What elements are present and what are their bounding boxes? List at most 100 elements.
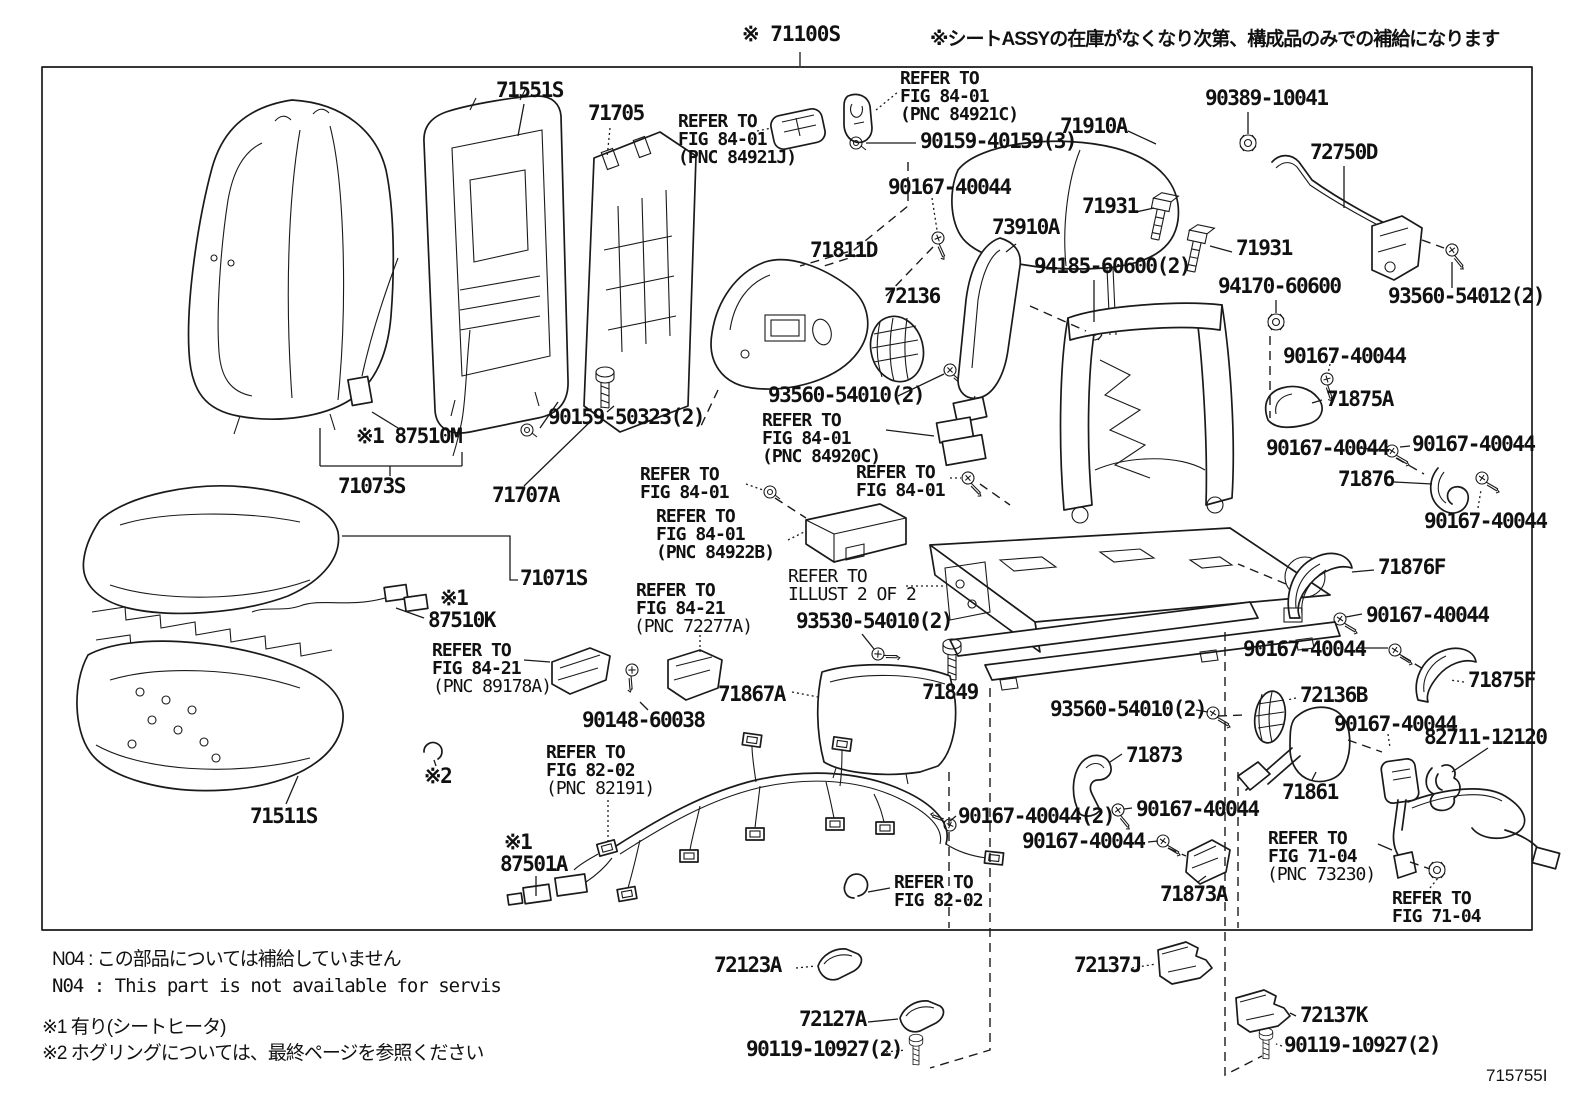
belt-clip-drawing	[1425, 764, 1461, 812]
part-label: ※2	[424, 764, 453, 788]
part-label: REFER TO FIG 84-01 (PNC 84920C)	[762, 410, 881, 467]
part-label: REFER TO FIG 84-01 (PNC 84921C)	[900, 68, 1019, 125]
part-label: 71073S	[338, 474, 406, 498]
figure-code-title: ※ 71100S	[742, 22, 841, 46]
part-label: ※1 87510M	[356, 424, 463, 448]
part-label: 71876	[1338, 467, 1395, 491]
stock-availability-note: ※シートASSYの在庫がなくなり次第、構成品のみでの補給になります	[930, 29, 1500, 50]
belt-guide-drawing	[952, 237, 1022, 426]
part-label: 71875A	[1326, 387, 1394, 411]
recline-connecting-rod-drawing	[1271, 154, 1471, 281]
part-label: 90167-40044	[1022, 829, 1146, 853]
part-label: 93560-54012(2)	[1388, 284, 1546, 308]
part-label: 90167-40044	[1283, 344, 1407, 368]
part-label: 72137J	[1074, 953, 1142, 977]
part-label: 93560-54010(2)	[1050, 697, 1208, 721]
seat-frame-drawing	[929, 302, 1341, 691]
seatback-cushion-drawing	[187, 99, 395, 435]
part-label: 93560-54010(2)	[768, 383, 926, 407]
switch-relay-drawings	[520, 93, 987, 563]
part-label: 90389-10041	[1205, 86, 1329, 110]
diagram-id: 715755I	[1486, 1066, 1548, 1085]
part-label: REFER TO FIG 82-02	[894, 872, 984, 911]
assembly-dashed-lines	[699, 162, 1445, 1077]
seat-side-shield-drawing	[710, 258, 869, 390]
part-label: 71867A	[718, 682, 786, 706]
front-shield-drawing	[816, 663, 957, 785]
part-label: 71551S	[496, 78, 564, 102]
part-label: 90167-40044	[1424, 509, 1548, 533]
part-label: 71876F	[1378, 555, 1446, 579]
part-label: 71931	[1236, 236, 1293, 260]
seatback-frame-pad-drawing	[423, 87, 569, 457]
part-label: 90119-10927(2)	[746, 1037, 904, 1061]
recliner-handle-drawing	[869, 315, 925, 383]
part-label: 71705	[588, 101, 645, 125]
part-label: 93530-54010(2)	[796, 609, 954, 633]
part-label: 72137K	[1300, 1003, 1368, 1027]
part-label: 90167-40044	[1412, 432, 1536, 456]
part-label: REFER TO FIG 84-01	[640, 464, 730, 503]
part-label: 90159-50323(2)	[548, 405, 706, 429]
part-label: 72123A	[714, 953, 782, 977]
part-label: 94185-60600(2)	[1034, 254, 1192, 278]
part-label: 73910A	[992, 215, 1060, 239]
part-label: (PNC 82191)	[546, 778, 655, 799]
part-label: 71931	[1082, 194, 1139, 218]
part-label: 71910A	[1060, 114, 1128, 138]
part-label: 71511S	[250, 804, 318, 828]
wire-harness-drawing	[573, 731, 1005, 903]
part-label: 71873	[1126, 743, 1183, 767]
part-label: REFER TO FIG 84-01 (PNC 84921J)	[678, 111, 797, 168]
label-leader-lines	[285, 91, 1489, 1053]
part-label: 94170-60600	[1218, 274, 1342, 298]
part-label: 71811D	[810, 238, 878, 262]
occupant-sensor-drawings	[551, 647, 723, 701]
part-label: 90167-40044	[1366, 603, 1490, 627]
seat-cushion-drawing	[82, 485, 340, 615]
footnote-n04-jp: N04 : この部品については補給していません	[52, 949, 402, 970]
hog-ring-drawing	[423, 741, 443, 760]
part-label: (PNC 89178A)	[433, 676, 552, 697]
part-label: 71873A	[1160, 882, 1228, 906]
seatbelt-buckle-drawing	[1380, 758, 1561, 879]
part-label: REFER TO FIG 82-02	[546, 742, 636, 781]
part-label: 71861	[1282, 780, 1339, 804]
part-label: 90167-40044	[1334, 712, 1458, 736]
part-label: 71071S	[520, 566, 588, 590]
recline-knob-drawing	[1237, 706, 1351, 791]
footnote-star1: ※1 有り(シートヒータ)	[42, 1017, 226, 1038]
side-bracket-drawings	[1206, 369, 1500, 744]
part-label: 87501A	[500, 852, 568, 876]
part-label: (PNC 73230)	[1267, 864, 1376, 885]
part-label: 71849	[922, 680, 979, 704]
part-label: 87510K	[428, 608, 496, 632]
part-label: 90167-40044(2)	[958, 804, 1116, 828]
part-label: 72136B	[1300, 683, 1368, 707]
part-label: 90167-40044	[1243, 637, 1367, 661]
part-label: REFER TO FIG 71-04	[1392, 888, 1482, 927]
part-label: REFER TO FIG 71-04	[1268, 828, 1358, 867]
part-label: 72750D	[1310, 140, 1378, 164]
part-label: 72136	[884, 284, 941, 308]
seatback-board-drawing	[583, 131, 697, 433]
part-label: 72127A	[799, 1007, 867, 1031]
part-label: 90167-40044	[1136, 797, 1260, 821]
part-label: REFER TO FIG 84-01	[856, 462, 946, 501]
part-label: 90148-60038	[582, 708, 706, 732]
part-label: ※1	[440, 586, 469, 610]
part-label: ※1	[504, 830, 533, 854]
part-label: 90159-40159(3)	[920, 129, 1078, 153]
footnote-n04-en: N04 : This part is not available for ser…	[52, 975, 502, 997]
part-label: 90167-40044	[888, 175, 1012, 199]
part-label: 71875F	[1468, 668, 1536, 692]
diagram-border	[41, 66, 1533, 931]
seat-cushion-pad-drawing	[76, 640, 344, 792]
part-label: 71707A	[492, 483, 560, 507]
seatback-heater-connector-drawing	[347, 257, 399, 407]
part-label: REFER TO FIG 84-21	[432, 640, 522, 679]
headrest-drawing	[951, 140, 1180, 336]
part-label: REFER TO FIG 84-21	[636, 580, 726, 619]
